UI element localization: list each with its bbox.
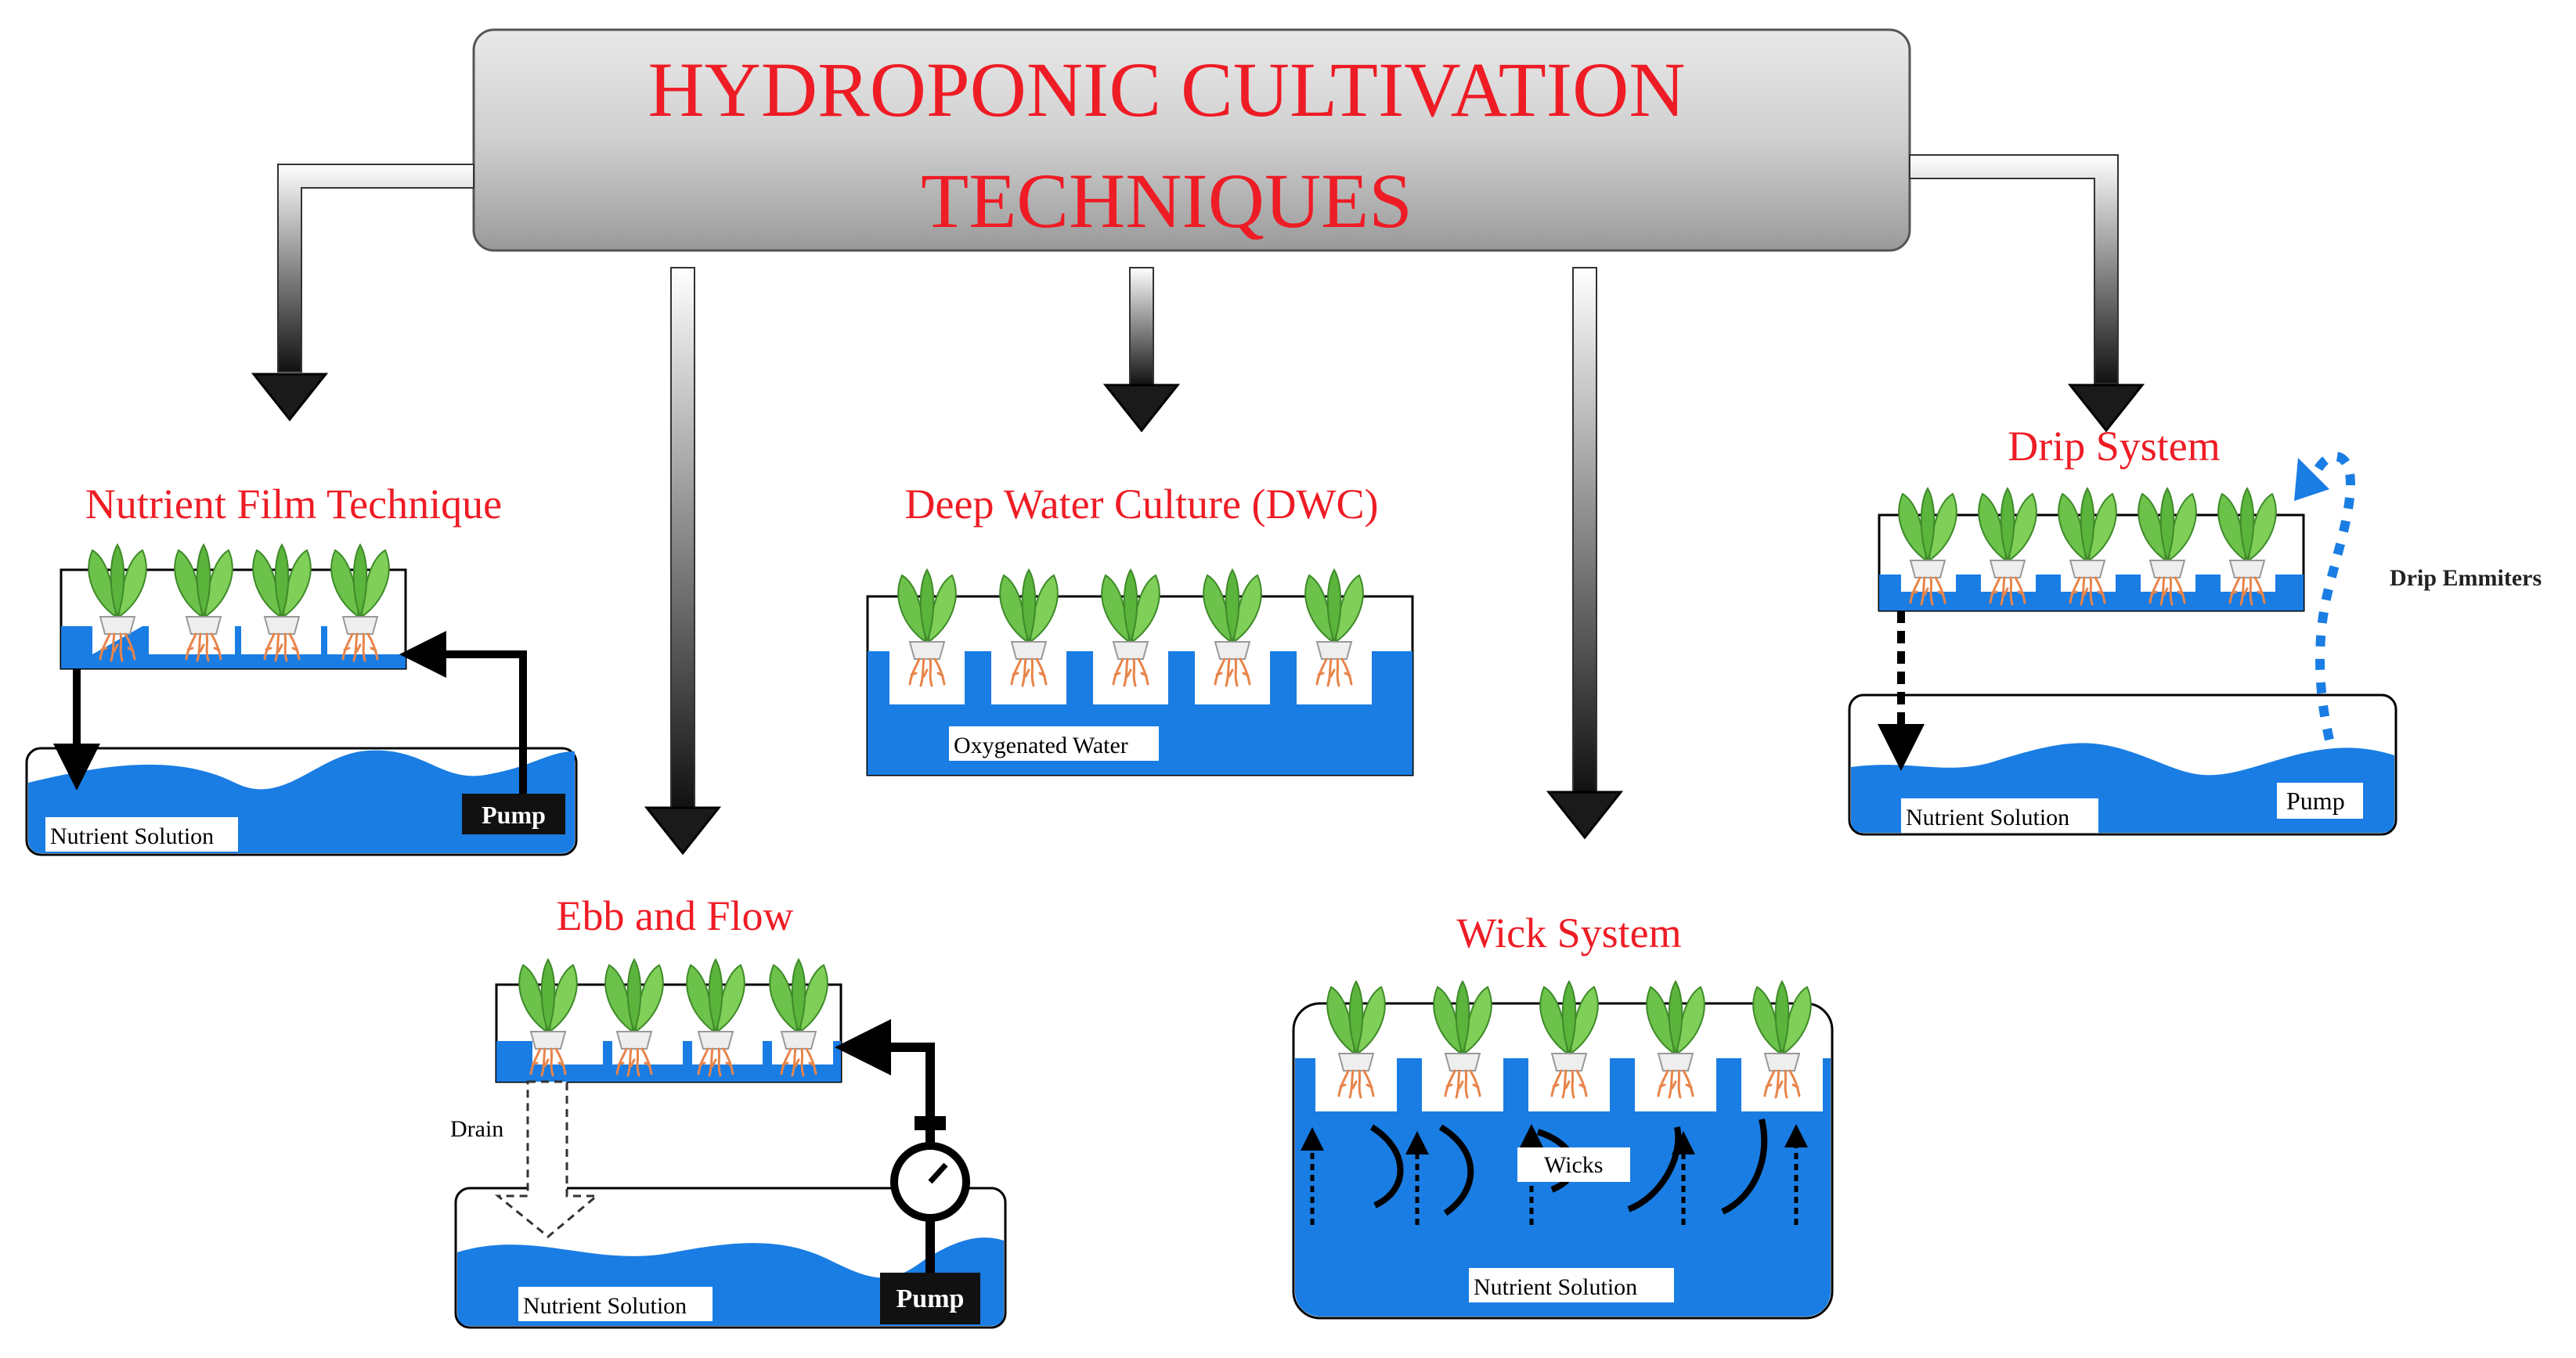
dwc-title: Deep Water Culture (DWC) bbox=[905, 481, 1379, 528]
ebb-flow-section: Ebb and Flow Drain Pump Nutrient Soluti bbox=[450, 892, 1007, 1329]
drip-arrow-icon bbox=[2294, 458, 2329, 501]
wick-solution-label: Nutrient Solution bbox=[1474, 1274, 1637, 1300]
wick-section: Wick System Wicks Nutr bbox=[1292, 910, 1834, 1320]
nft-section: Nutrient Film Technique Pump Nutrient So… bbox=[25, 481, 578, 856]
drip-pump-label: Pump bbox=[2286, 787, 2345, 815]
ebb-flow-drain-label: Drain bbox=[450, 1116, 503, 1142]
drip-title: Drip System bbox=[2008, 423, 2221, 470]
drip-solution-label: Nutrient Solution bbox=[1906, 805, 2069, 830]
arrow-to-drip bbox=[1909, 154, 2144, 432]
arrow-to-ebb-flow bbox=[645, 267, 720, 855]
title-line-1: HYDROPONIC CULTIVATION bbox=[648, 46, 1685, 133]
ebb-flow-title: Ebb and Flow bbox=[557, 892, 794, 939]
title-line-2: TECHNIQUES bbox=[921, 157, 1412, 244]
drip-emitters-label: Drip Emmiters bbox=[2390, 565, 2542, 591]
dwc-section: Deep Water Culture (DWC) Oxygenated Wate… bbox=[866, 481, 1414, 776]
drip-section: Drip System Drip Emmiters Pump Nutrient … bbox=[1848, 423, 2542, 836]
nft-title: Nutrient Film Technique bbox=[85, 481, 502, 528]
nft-solution-label: Nutrient Solution bbox=[50, 823, 214, 849]
title-box: HYDROPONIC CULTIVATION TECHNIQUES bbox=[472, 28, 1911, 252]
arrow-to-nft bbox=[252, 164, 474, 421]
ebb-flow-pump-label: Pump bbox=[897, 1284, 965, 1313]
nft-pump-label: Pump bbox=[482, 801, 546, 829]
wick-wicks-label: Wicks bbox=[1544, 1152, 1603, 1178]
dwc-water-label: Oxygenated Water bbox=[954, 733, 1128, 758]
wick-title: Wick System bbox=[1456, 910, 1681, 956]
ebb-flow-solution-label: Nutrient Solution bbox=[523, 1293, 687, 1319]
arrow-to-dwc bbox=[1104, 267, 1179, 432]
arrow-to-wick bbox=[1547, 267, 1622, 839]
timer-icon bbox=[890, 1116, 970, 1222]
